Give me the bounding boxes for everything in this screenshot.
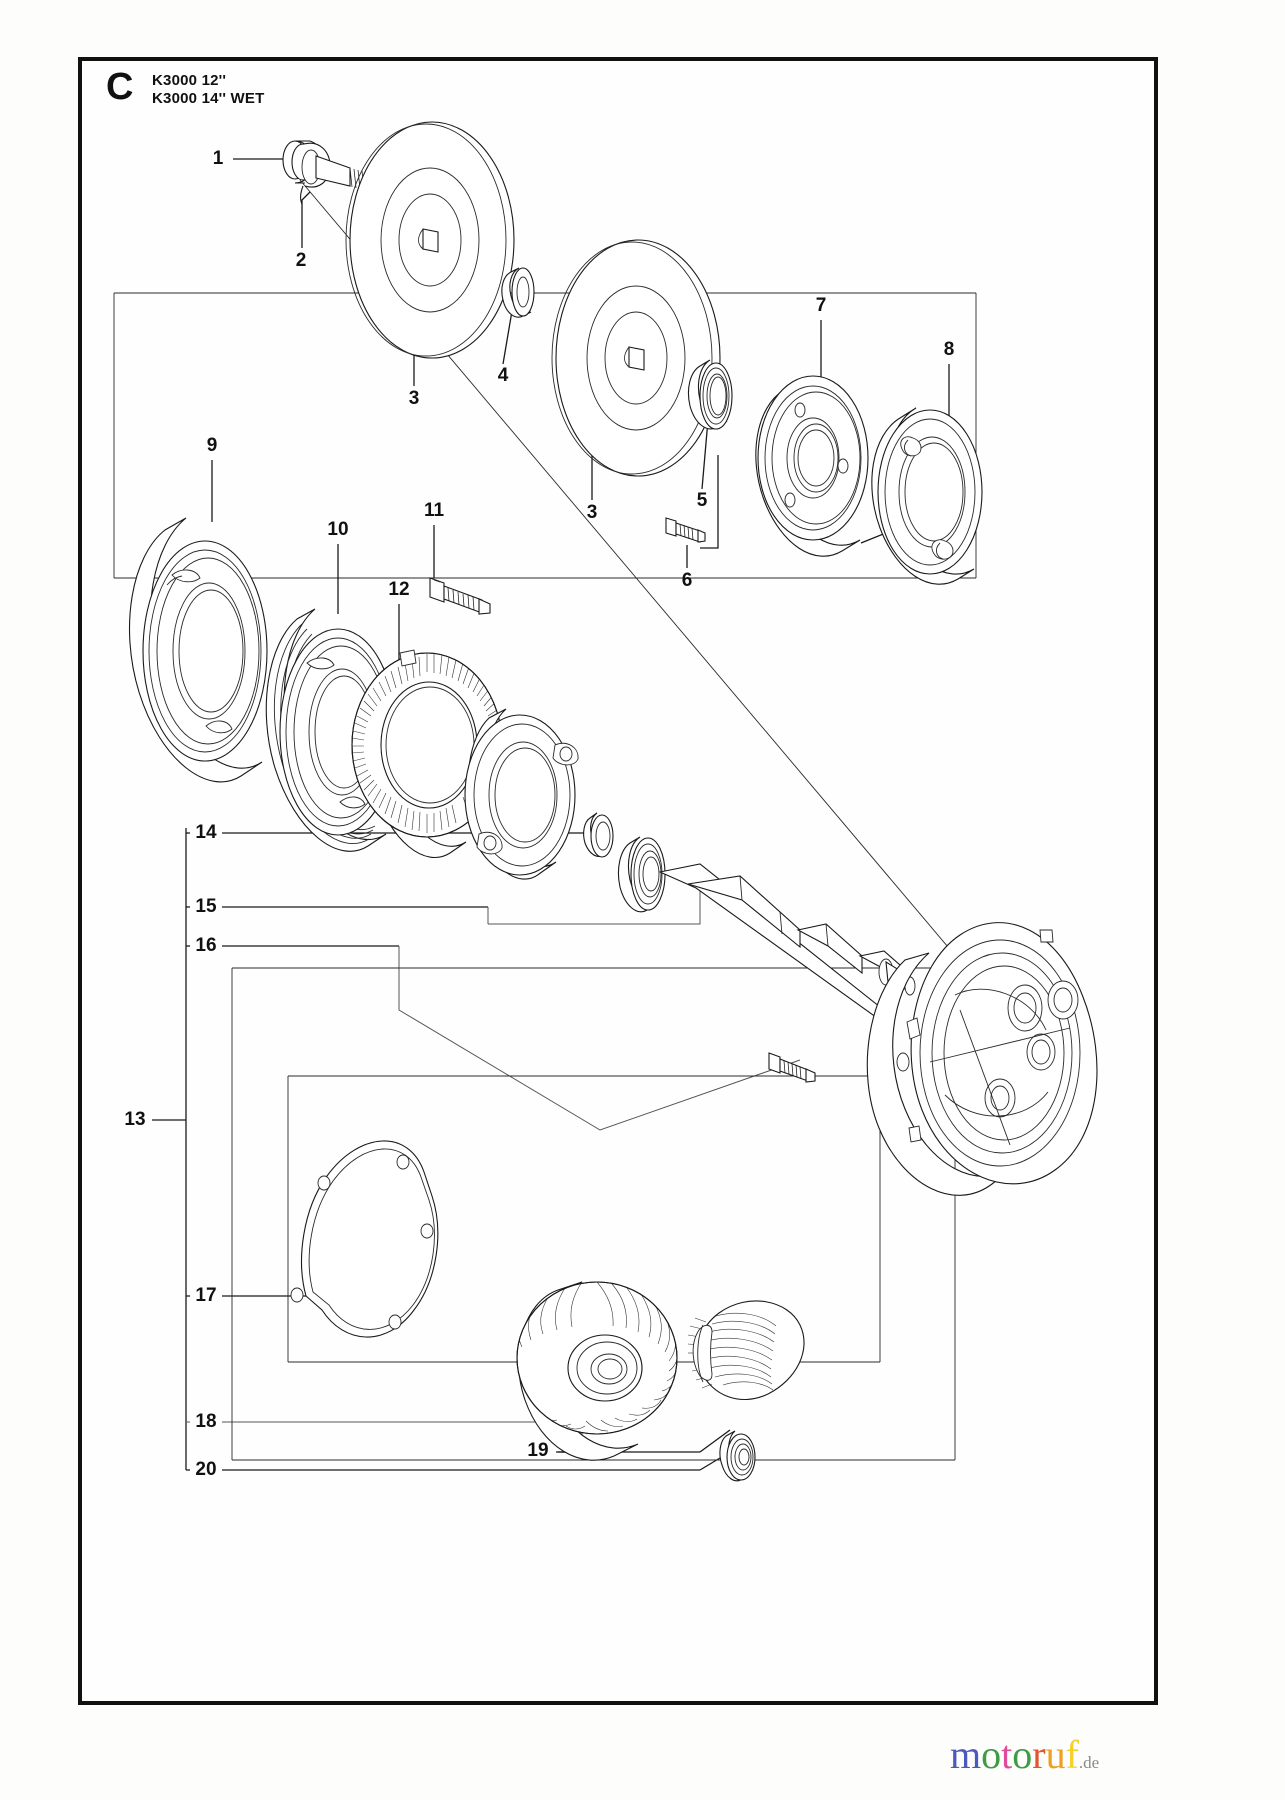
part-spacer-bushing <box>501 267 535 318</box>
part-retaining-ring <box>871 407 983 585</box>
watermark-letter-u: u <box>1045 1732 1066 1777</box>
callout-11: 11 <box>423 500 445 521</box>
part-blade-flange <box>755 375 869 557</box>
part-gearbox-housing <box>866 922 1098 1196</box>
part-outer-cover-ring <box>129 517 268 783</box>
model-line-1: K3000 12'' <box>152 72 227 89</box>
watermark-suffix: .de <box>1078 1753 1100 1772</box>
part-housing-screw <box>768 1052 816 1083</box>
callout-14: 14 <box>195 822 217 843</box>
callout-3b: 3 <box>586 502 598 523</box>
part-socket-screw <box>429 577 491 615</box>
callout-8: 8 <box>943 339 955 360</box>
part-output-shaft <box>658 863 916 1022</box>
model-line-2: K3000 14'' WET <box>152 90 265 108</box>
part-cup-washer <box>300 185 304 205</box>
part-screw <box>665 517 706 543</box>
callout-6: 6 <box>681 570 693 591</box>
part-ball-bearing <box>617 836 666 913</box>
callout-5: 5 <box>696 490 708 511</box>
part-gasket <box>290 1140 439 1338</box>
callout-3a: 3 <box>408 388 420 409</box>
model-title-block: K3000 12'' K3000 14'' WET <box>152 72 264 109</box>
part-small-washer <box>583 812 614 858</box>
callout-15: 15 <box>195 896 217 917</box>
part-bevel-pinion <box>687 1300 805 1401</box>
watermark-letter-f: f <box>1065 1732 1079 1777</box>
callout-12: 12 <box>388 579 410 600</box>
part-cutting-blade-14in <box>551 239 721 477</box>
part-seal-ring <box>687 359 733 430</box>
callout-2: 2 <box>295 250 307 271</box>
callout-7: 7 <box>815 295 827 316</box>
callout-10: 10 <box>327 519 349 540</box>
part-bevel-gear <box>516 1281 678 1461</box>
callout-17: 17 <box>195 1285 217 1306</box>
watermark-letter-r: r <box>1032 1732 1046 1777</box>
group-frame-top <box>113 292 977 579</box>
part-spacer-washer <box>464 708 579 880</box>
callout-13: 13 <box>124 1109 146 1130</box>
callout-9: 9 <box>206 435 218 456</box>
callout-4: 4 <box>497 365 509 386</box>
part-inner-cover-ring <box>265 608 397 852</box>
watermark-letter-o1: o <box>981 1732 1002 1777</box>
part-needle-bearing <box>719 1430 756 1482</box>
section-letter: C <box>106 66 133 108</box>
motoruf-watermark: motoruf.de <box>950 1735 1099 1775</box>
callout-19: 19 <box>527 1440 549 1461</box>
watermark-letter-m: m <box>950 1732 982 1777</box>
callout-18: 18 <box>195 1411 217 1432</box>
callout-20: 20 <box>195 1459 217 1480</box>
watermark-letter-o2: o <box>1012 1732 1033 1777</box>
watermark-letter-t: t <box>1001 1732 1013 1777</box>
callout-16: 16 <box>195 935 217 956</box>
callout-1: 1 <box>212 148 224 169</box>
part-cutting-blade-12in <box>345 121 515 359</box>
part-flange-bolt <box>282 140 385 193</box>
